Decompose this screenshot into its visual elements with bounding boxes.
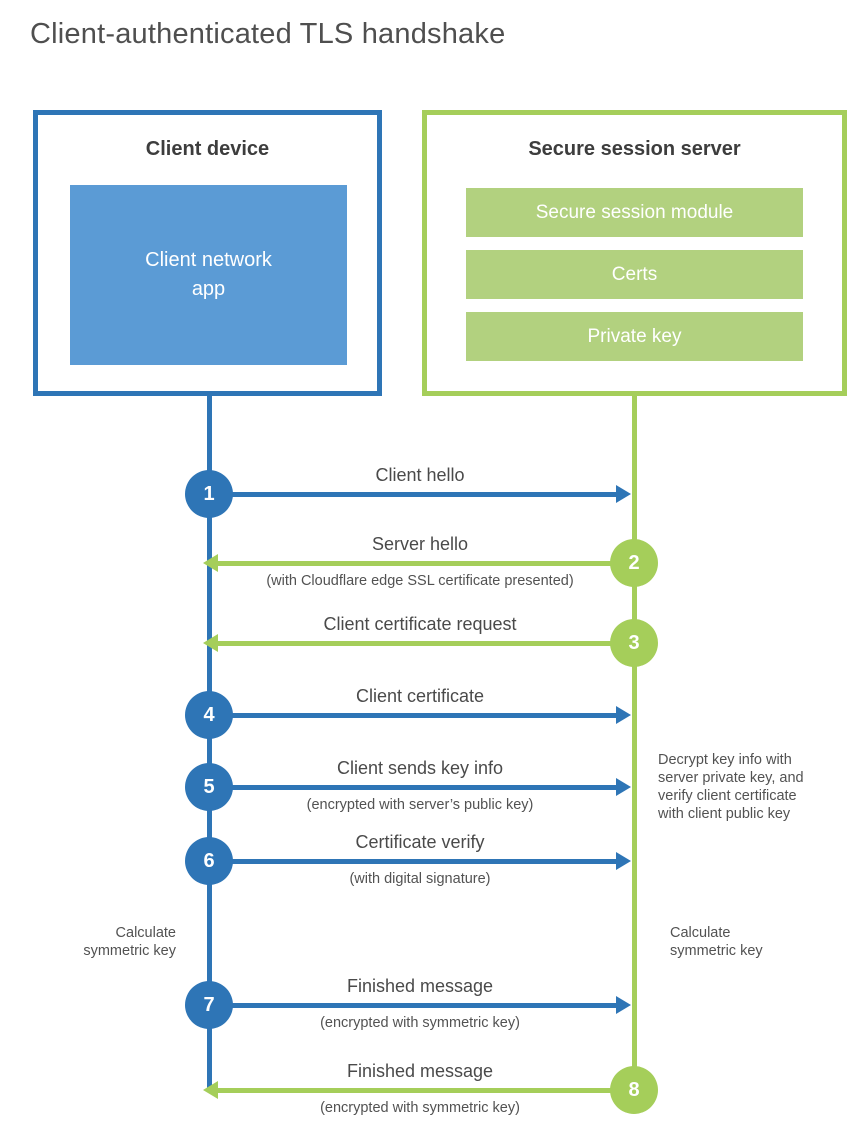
message-sublabel: (with digital signature) — [349, 871, 491, 887]
message-label: Client hello — [375, 465, 465, 485]
step-number-badge: 6 — [185, 837, 233, 885]
step-number-badge: 5 — [185, 763, 233, 811]
message-label: Client sends key info — [336, 758, 504, 778]
arrow-shaft — [209, 1003, 616, 1008]
arrow-head-right-icon — [616, 852, 631, 870]
step-number-badge: 8 — [610, 1066, 658, 1114]
message-sublabel: (with Cloudflare edge SSL certificate pr… — [266, 573, 574, 589]
arrow-head-right-icon — [616, 996, 631, 1014]
arrow-shaft — [209, 785, 616, 790]
message-sublabel: (encrypted with server’s public key) — [306, 797, 534, 813]
step-number-badge: 7 — [185, 981, 233, 1029]
arrow-head-left-icon — [203, 634, 218, 652]
message-label: Finished message — [346, 976, 494, 996]
arrow-head-left-icon — [203, 1081, 218, 1099]
message-label: Certificate verify — [355, 832, 485, 852]
annotation-decrypt-key-info: Decrypt key info with server private key… — [658, 752, 804, 822]
arrow-head-right-icon — [616, 706, 631, 724]
message-label: Finished message — [346, 1061, 494, 1081]
step-number-badge: 3 — [610, 619, 658, 667]
arrow-shaft — [218, 1088, 634, 1093]
message-label: Client certificate — [355, 686, 485, 706]
client-network-app-box: Client network app — [70, 185, 347, 365]
step-number-badge: 2 — [610, 539, 658, 587]
message-label: Server hello — [371, 534, 469, 554]
arrow-shaft — [218, 561, 634, 566]
server-lifeline — [632, 394, 637, 1068]
client-lifeline — [207, 394, 212, 1091]
annotation-calculate-symmetric-key-server: Calculate symmetric key — [670, 925, 763, 959]
message-sublabel: (encrypted with symmetric key) — [320, 1100, 520, 1116]
server-module-secure-session: Secure session module — [466, 188, 803, 237]
arrow-shaft — [209, 713, 616, 718]
arrow-shaft — [209, 859, 616, 864]
step-number-badge: 1 — [185, 470, 233, 518]
arrow-shaft — [209, 492, 616, 497]
page-title: Client-authenticated TLS handshake — [30, 18, 506, 50]
server-title: Secure session server — [528, 138, 741, 160]
client-device-title: Client device — [145, 138, 270, 160]
arrow-head-left-icon — [203, 554, 218, 572]
message-label: Client certificate request — [323, 614, 517, 634]
message-sublabel: (encrypted with symmetric key) — [320, 1015, 520, 1031]
arrow-shaft — [218, 641, 634, 646]
annotation-calculate-symmetric-key-client: Calculate symmetric key — [83, 925, 176, 959]
arrow-head-right-icon — [616, 778, 631, 796]
step-number-badge: 4 — [185, 691, 233, 739]
server-module-private-key: Private key — [466, 312, 803, 361]
server-module-certs: Certs — [466, 250, 803, 299]
arrow-head-right-icon — [616, 485, 631, 503]
